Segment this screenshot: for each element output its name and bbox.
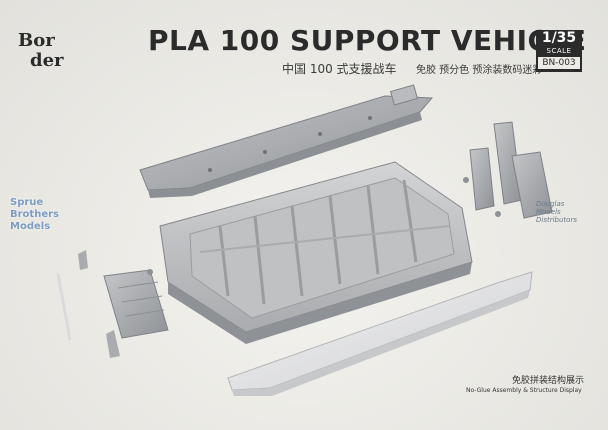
- product-code: BN-003: [538, 57, 580, 69]
- logo-text-top: Bor: [18, 30, 55, 51]
- product-subtitle-chinese: 中国 100 式支援战车: [282, 62, 397, 76]
- watermark-left-line2: Brothers: [10, 209, 59, 220]
- watermark-right-line1: Douglas: [536, 200, 565, 208]
- scale-badge: 1/35 SCALE BN-003: [536, 30, 582, 72]
- scale-label: SCALE: [546, 47, 572, 55]
- watermark-right-line2: Models: [536, 208, 561, 216]
- border-model-logo: Bor der: [18, 30, 64, 70]
- watermark-right-line3: Distributors: [536, 216, 577, 224]
- assembly-note-chinese: 免胶拼装结构展示: [512, 376, 585, 386]
- lower-hull: [159, 161, 473, 344]
- douglas-models-watermark: Douglas Models Distributors: [536, 200, 598, 224]
- sprue-brothers-watermark: Sprue Brothers Models: [10, 197, 72, 233]
- upper-side-panel: [139, 84, 434, 198]
- clear-side-panel: [227, 271, 533, 396]
- watermark-left-line1: Sprue: [10, 197, 44, 208]
- left-small-parts: [56, 250, 169, 358]
- product-features: 免胶 预分色 预涂装数码迷彩: [416, 65, 543, 76]
- watermark-left-line3: Models: [10, 221, 51, 232]
- logo-text-bottom: der: [30, 50, 64, 70]
- scale-value: 1/35: [541, 30, 577, 46]
- assembly-note-english: No-Glue Assembly & Structure Display: [466, 387, 582, 394]
- product-title: PLA 100 SUPPORT VEHICLE: [148, 24, 587, 57]
- right-door-parts: [463, 121, 553, 219]
